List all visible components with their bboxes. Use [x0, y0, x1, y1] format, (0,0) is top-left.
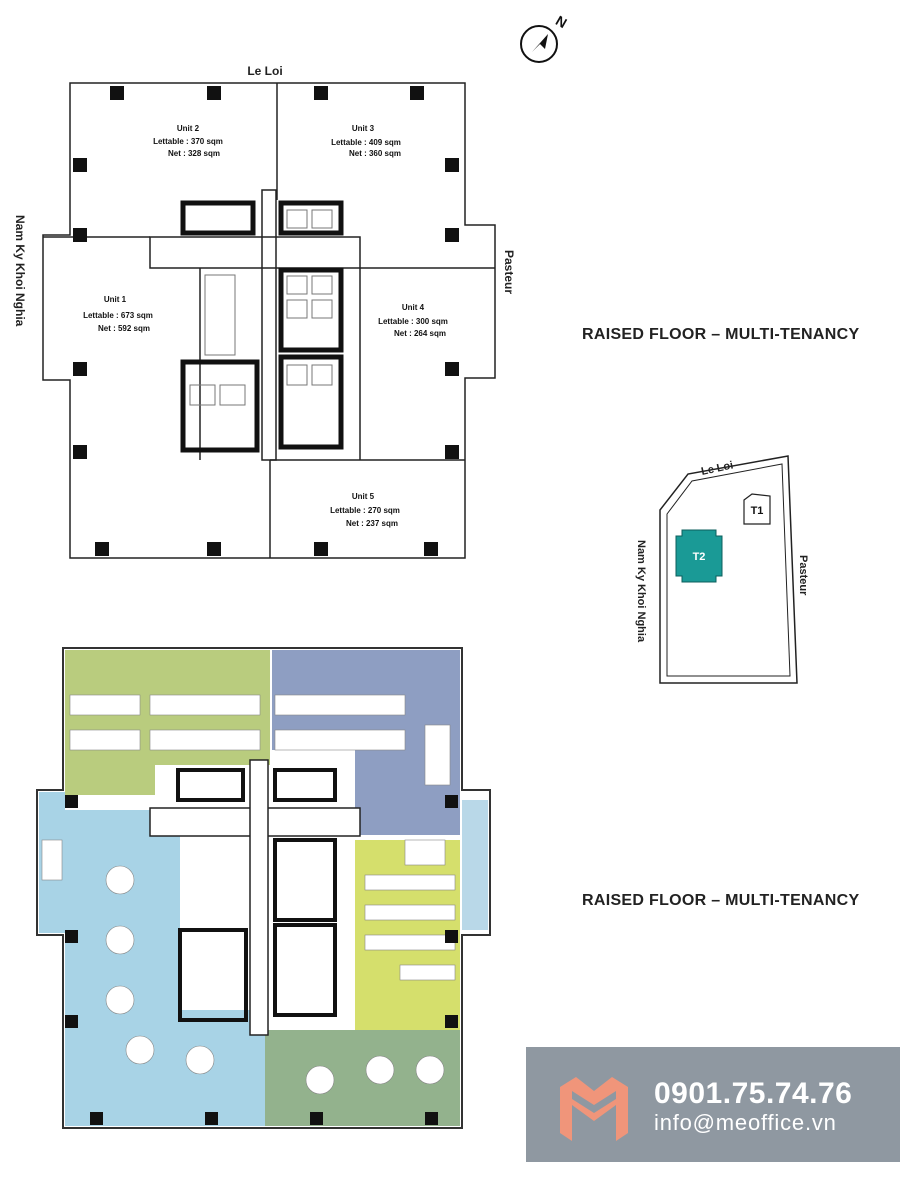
svg-text:Net : 328 sqm: Net : 328 sqm: [168, 149, 220, 158]
svg-text:Lettable : 370 sqm: Lettable : 370 sqm: [153, 137, 223, 146]
svg-text:Unit 4: Unit 4: [402, 303, 425, 312]
unit-2-label: Unit 2 Lettable : 370 sqm Net : 328 sqm: [153, 124, 223, 158]
contact-banner: 0901.75.74.76 info@meoffice.vn: [526, 1047, 900, 1162]
svg-text:Net : 237 sqm: Net : 237 sqm: [346, 519, 398, 528]
svg-text:Unit 1: Unit 1: [104, 295, 127, 304]
unit-4-label: Unit 4 Lettable : 300 sqm Net : 264 sqm: [378, 303, 448, 338]
svg-text:Unit 2: Unit 2: [177, 124, 200, 133]
tower-1-label: T1: [751, 505, 764, 517]
svg-text:Lettable : 300 sqm: Lettable : 300 sqm: [378, 317, 448, 326]
svg-text:Lettable : 409 sqm: Lettable : 409 sqm: [331, 138, 401, 147]
meoffice-logo-icon: [560, 1077, 628, 1141]
contact-email: info@meoffice.vn: [654, 1110, 837, 1135]
unit-5-label: Unit 5 Lettable : 270 sqm Net : 237 sqm: [330, 492, 400, 528]
street-label-pasteur: Pasteur: [502, 250, 516, 294]
svg-text:Net : 592 sqm: Net : 592 sqm: [98, 324, 150, 333]
svg-text:Net : 360 sqm: Net : 360 sqm: [349, 149, 401, 158]
unit-1-label: Unit 1 Lettable : 673 sqm Net : 592 sqm: [83, 295, 153, 333]
contact-phone: 0901.75.74.76: [654, 1077, 853, 1110]
site-plan: T1 T2 Le Loi Nam Ky Khoi Nghia Pasteur: [635, 455, 809, 684]
site-street-pasteur: Pasteur: [797, 555, 809, 596]
svg-text:Lettable : 270 sqm: Lettable : 270 sqm: [330, 506, 400, 515]
svg-text:Net : 264 sqm: Net : 264 sqm: [394, 329, 446, 338]
multi-tenancy-floor-plan: Le Loi Nam Ky Khoi Nghia Pasteur Unit 1 …: [13, 64, 516, 559]
unit-3-label: Unit 3 Lettable : 409 sqm Net : 360 sqm: [331, 124, 401, 158]
tower-2-label: T2: [693, 551, 706, 563]
floor-caption-bottom: RAISED FLOOR – MULTI-TENANCY: [582, 892, 860, 909]
svg-text:Unit 5: Unit 5: [352, 492, 375, 501]
north-arrow-icon: N: [520, 12, 570, 63]
svg-text:N: N: [553, 12, 570, 31]
site-street-le-loi: Le Loi: [700, 459, 734, 477]
svg-text:Lettable : 673 sqm: Lettable : 673 sqm: [83, 311, 153, 320]
street-label-le-loi: Le Loi: [247, 64, 282, 78]
workstations: [41, 694, 456, 1095]
street-label-nam-ky-khoi-nghia: Nam Ky Khoi Nghia: [13, 215, 27, 327]
zone-light-blue: [65, 810, 180, 1126]
fitout-floor-plan: [36, 647, 491, 1129]
svg-text:Unit 3: Unit 3: [352, 124, 375, 133]
floor-caption-top: RAISED FLOOR – MULTI-TENANCY: [582, 326, 860, 343]
site-street-nam-ky-khoi-nghia: Nam Ky Khoi Nghia: [635, 540, 647, 643]
